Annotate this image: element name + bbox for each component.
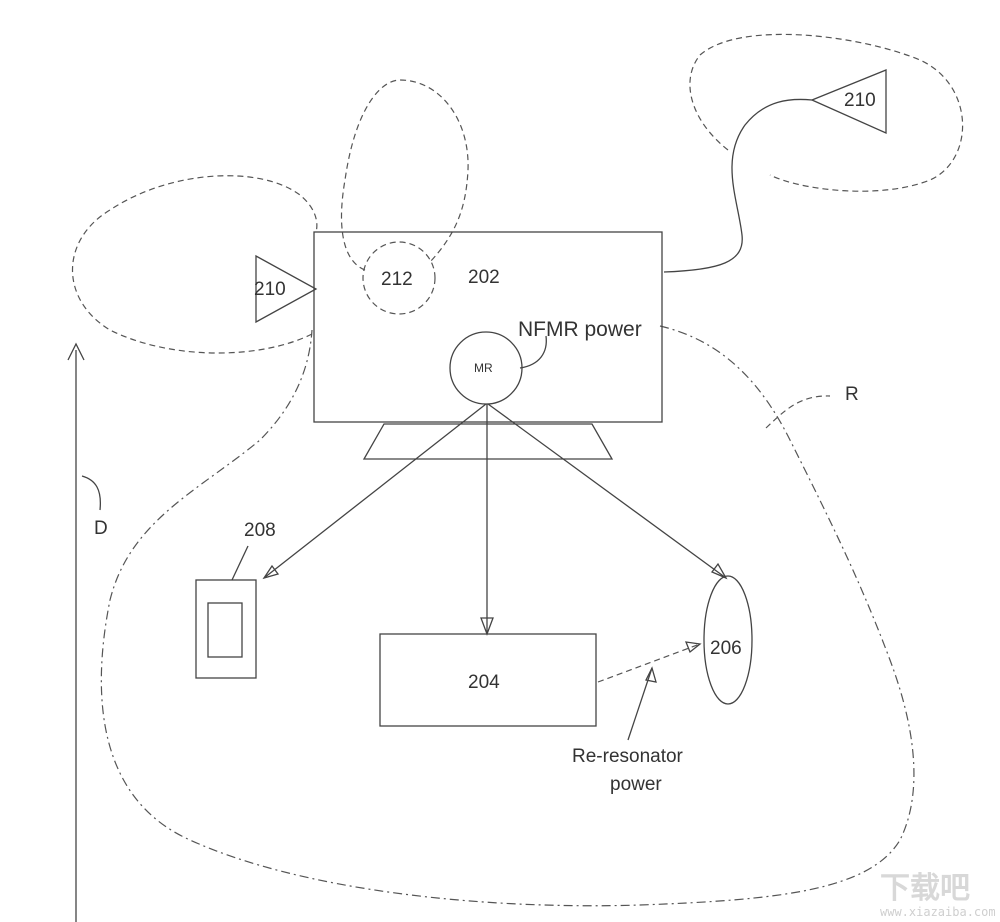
left-antenna-lobe bbox=[71, 175, 318, 354]
range-boundary bbox=[100, 325, 915, 907]
right-antenna-210 bbox=[810, 69, 887, 135]
right-antenna-lobe bbox=[689, 33, 964, 192]
device-204-label: 204 bbox=[468, 672, 500, 693]
re-resonator-arrow bbox=[597, 643, 701, 683]
distance-leader bbox=[81, 475, 102, 511]
main-unit-202 bbox=[313, 231, 663, 423]
range-label: R bbox=[845, 384, 859, 405]
distance-label: D bbox=[94, 518, 108, 539]
device-208-outer bbox=[195, 579, 257, 679]
arrow-to-206 bbox=[487, 403, 727, 579]
device-208-leader bbox=[231, 545, 249, 581]
mr-label: MR bbox=[474, 361, 493, 375]
device-204 bbox=[379, 633, 597, 727]
re-resonator-label-line2: power bbox=[610, 774, 662, 795]
right-antenna-label: 210 bbox=[844, 90, 876, 111]
device-208-screen bbox=[207, 602, 243, 658]
re-resonator-leader-head bbox=[645, 666, 657, 683]
arrow-to-204-head bbox=[480, 617, 494, 636]
range-leader bbox=[765, 395, 831, 429]
arrow-to-208-head bbox=[262, 564, 280, 580]
nfmr-power-label: NFMR power bbox=[518, 318, 642, 341]
arrow-to-208 bbox=[263, 403, 487, 579]
resonator-212-circle bbox=[362, 241, 436, 315]
watermark-glyphs: 下载吧 bbox=[880, 871, 970, 906]
re-resonator-arrow-head bbox=[684, 641, 702, 654]
left-antenna-210 bbox=[255, 254, 318, 324]
device-208-label: 208 bbox=[244, 520, 276, 541]
resonator-212-label: 212 bbox=[381, 269, 413, 290]
left-antenna-label: 210 bbox=[254, 279, 286, 300]
distance-axis-arrowhead bbox=[67, 342, 85, 361]
watermark-url: www.xiazaiba.com bbox=[880, 905, 996, 919]
resonator-loop bbox=[340, 79, 469, 271]
right-antenna-connector bbox=[663, 98, 813, 273]
re-resonator-leader bbox=[627, 667, 653, 741]
nfmr-leader bbox=[519, 335, 547, 369]
device-206-label: 206 bbox=[710, 638, 742, 659]
re-resonator-label-line1: Re-resonator bbox=[572, 746, 684, 767]
arrow-to-206-head bbox=[710, 562, 728, 580]
main-unit-stand bbox=[362, 423, 614, 460]
main-unit-label: 202 bbox=[468, 267, 500, 288]
device-206 bbox=[703, 575, 753, 705]
